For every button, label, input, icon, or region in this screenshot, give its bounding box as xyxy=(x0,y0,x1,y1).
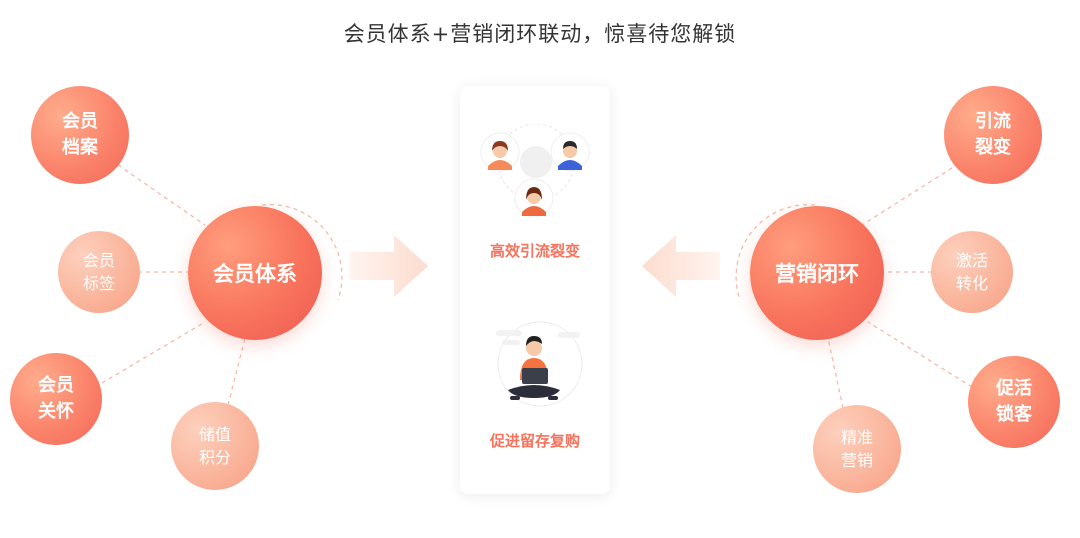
member-system-hub: 会员体系 xyxy=(188,206,322,340)
woman-avatar-icon xyxy=(480,132,520,172)
page-title: 会员体系+营销闭环联动，惊喜待您解锁 xyxy=(343,22,737,46)
node-line2: 档案 xyxy=(62,137,98,158)
orbit-arc-right xyxy=(735,204,816,301)
marketing-loop-hub: 营销闭环 xyxy=(750,206,884,340)
node-line2: 转化 xyxy=(955,274,988,293)
member-archive-node: 会员 档案 xyxy=(31,86,129,184)
connector-left-care xyxy=(101,321,206,384)
node-line1: 会员 xyxy=(38,375,74,396)
connector-right-retain xyxy=(867,321,973,388)
node-line1: 储值 xyxy=(198,425,231,444)
node-line2: 关怀 xyxy=(38,401,74,422)
node-line1: 会员 xyxy=(62,111,98,132)
node-line2: 积分 xyxy=(198,448,231,467)
connector-left-archive xyxy=(117,164,206,226)
connector-right-referral xyxy=(861,167,953,226)
node-line2: 营销 xyxy=(840,451,873,470)
node-line1: 会员 xyxy=(82,251,115,270)
arrow-left-icon xyxy=(642,235,720,297)
retention-lock-node: 促活 锁客 xyxy=(968,356,1060,448)
node-line2: 锁客 xyxy=(996,404,1032,425)
node-line2: 标签 xyxy=(82,274,115,293)
girl-avatar-icon xyxy=(514,178,554,218)
man-avatar-icon xyxy=(550,132,590,172)
stored-value-points-node: 储值 积分 xyxy=(171,402,259,490)
activation-conversion-node: 激活 转化 xyxy=(931,231,1013,313)
marketing-loop-hub-label: 营销闭环 xyxy=(775,262,859,286)
node-line1: 引流 xyxy=(975,111,1011,132)
person-laptop-illustration xyxy=(496,321,583,407)
people-group-illustration xyxy=(480,124,590,218)
member-care-node: 会员 关怀 xyxy=(10,353,102,445)
member-tag-node: 会员 标签 xyxy=(58,231,140,313)
connector-left-points xyxy=(227,337,246,406)
arrow-right-icon xyxy=(350,235,428,297)
center-card: 高效引流裂变 促进留存复购 xyxy=(460,86,610,494)
precise-marketing-node: 精准 营销 xyxy=(813,405,901,493)
referral-fission-node: 引流 裂变 xyxy=(944,86,1042,184)
node-line1: 促活 xyxy=(996,378,1032,399)
member-system-hub-label: 会员体系 xyxy=(213,262,297,286)
node-line2: 裂变 xyxy=(975,137,1011,158)
retention-repurchase-label: 促进留存复购 xyxy=(489,432,580,450)
connector-right-precise xyxy=(827,337,844,409)
efficient-referral-label: 高效引流裂变 xyxy=(489,242,580,260)
orbit-arc-left xyxy=(261,203,343,301)
node-line1: 激活 xyxy=(955,251,988,270)
node-line1: 精准 xyxy=(840,428,873,447)
